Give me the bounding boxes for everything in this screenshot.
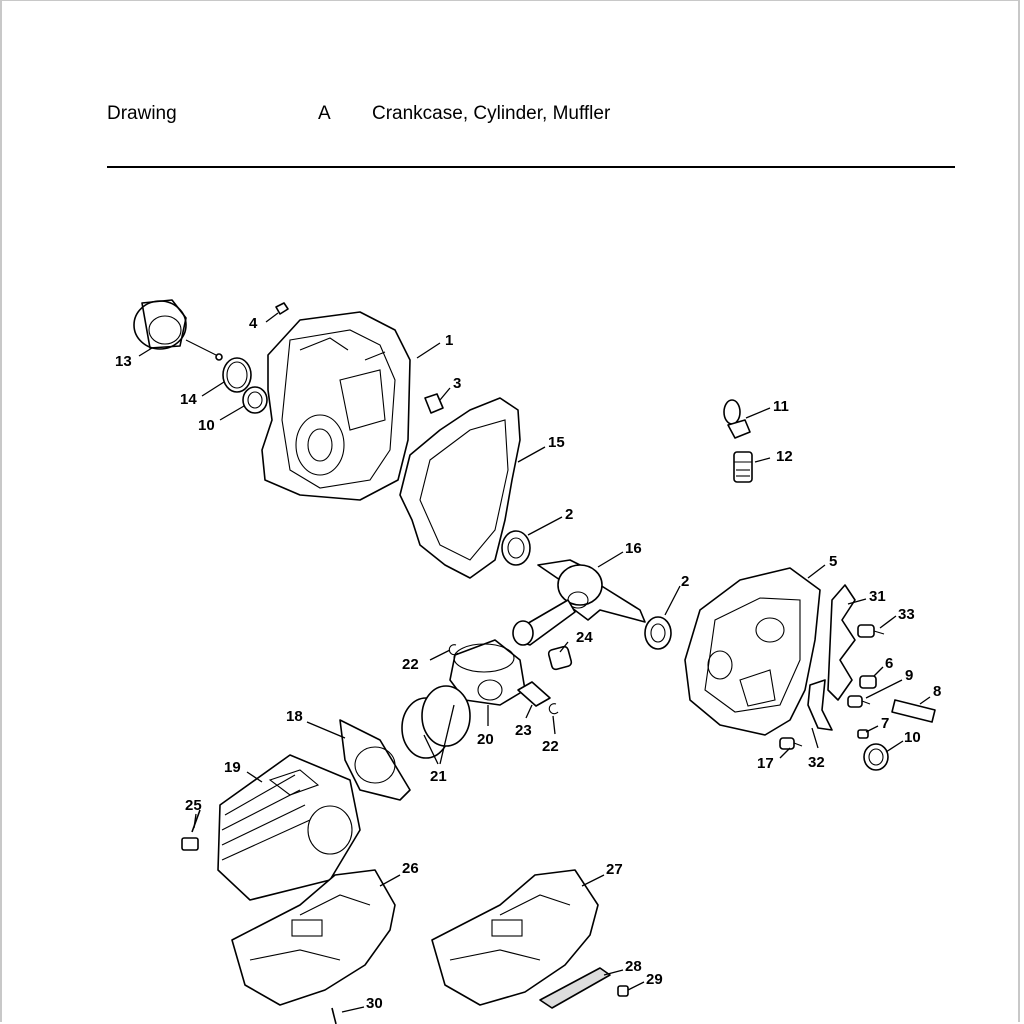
part-24-needle-cage xyxy=(547,645,573,671)
callout-23: 23 xyxy=(515,722,532,739)
part-31-spring-plate xyxy=(827,584,856,701)
callout-6: 6 xyxy=(885,655,893,672)
part-20-piston xyxy=(449,639,526,706)
part-4-plug xyxy=(275,302,289,315)
callout-8: 8 xyxy=(933,683,941,700)
callout-11: 11 xyxy=(773,398,789,415)
part-15-gasket xyxy=(399,397,521,579)
part-33-screw xyxy=(857,624,885,638)
part-8-stud xyxy=(891,699,936,723)
drawing-label: Drawing xyxy=(107,103,177,124)
callout-18: 18 xyxy=(286,708,303,725)
callout-30: 30 xyxy=(366,995,383,1012)
part-27-muffler-cover xyxy=(431,869,599,1006)
callout-numbers: 4 1 3 13 14 10 15 2 16 2 5 11 12 31 33 6… xyxy=(115,315,941,1012)
part-16-crankshaft xyxy=(512,559,646,646)
part-30-screw xyxy=(331,1007,337,1024)
part-21-ring-b xyxy=(421,685,471,747)
part-10-oil-seal-right xyxy=(863,743,889,771)
callout-13: 13 xyxy=(115,353,132,370)
callout-22-bottom: 22 xyxy=(542,738,559,755)
callout-3: 3 xyxy=(453,375,461,392)
callout-25: 25 xyxy=(185,797,202,814)
part-2-bearing-lower xyxy=(644,616,672,650)
part-19-cylinder xyxy=(217,754,361,901)
part-17-screw xyxy=(779,737,803,750)
callout-33: 33 xyxy=(898,606,915,623)
callout-22-top: 22 xyxy=(402,656,419,673)
part-29-screw xyxy=(617,985,629,997)
callout-10-left: 10 xyxy=(198,417,215,434)
callout-5: 5 xyxy=(829,553,837,570)
part-22-circlip-top xyxy=(448,644,459,656)
callout-4: 4 xyxy=(249,315,258,332)
part-11-clip xyxy=(723,399,751,439)
callout-24: 24 xyxy=(576,629,593,646)
part-5-crankcase-right xyxy=(684,567,821,736)
callout-1: 1 xyxy=(445,332,453,349)
part-1-crankcase-left xyxy=(261,311,411,501)
callout-17: 17 xyxy=(757,755,774,772)
part-7-screw xyxy=(857,729,869,739)
callout-12: 12 xyxy=(776,448,793,465)
part-12-filter xyxy=(733,451,753,483)
callout-29: 29 xyxy=(646,971,663,988)
part-6-bolt xyxy=(859,675,877,689)
callout-7: 7 xyxy=(881,715,889,732)
callout-10-right: 10 xyxy=(904,729,921,746)
part-9-screw xyxy=(847,695,871,708)
part-28-spark-arrest-screen xyxy=(539,967,611,1009)
callout-27: 27 xyxy=(606,861,623,878)
drawing-title: Crankcase, Cylinder, Muffler xyxy=(372,103,611,124)
callout-9: 9 xyxy=(905,667,913,684)
callout-14: 14 xyxy=(180,391,197,408)
callout-32: 32 xyxy=(808,754,825,771)
callout-15: 15 xyxy=(548,434,565,451)
part-18-cylinder-gasket xyxy=(339,719,411,801)
callout-2-upper: 2 xyxy=(565,506,573,523)
part-10-oil-seal-left xyxy=(242,386,268,414)
callout-26: 26 xyxy=(402,860,419,877)
part-13-oil-pump xyxy=(133,299,223,361)
part-25-bolt xyxy=(181,809,201,851)
header-rule xyxy=(107,166,955,168)
drawing-code: A xyxy=(318,103,331,124)
callout-19: 19 xyxy=(224,759,241,776)
callout-2-lower: 2 xyxy=(681,573,689,590)
part-23-piston-pin xyxy=(517,681,551,707)
callout-16: 16 xyxy=(625,540,642,557)
callout-20: 20 xyxy=(477,731,494,748)
callout-31: 31 xyxy=(869,588,886,605)
part-3-sleeve xyxy=(424,393,444,414)
part-32-catch xyxy=(807,679,833,731)
part-2-bearing-upper xyxy=(501,530,531,566)
part-26-muffler xyxy=(231,869,396,1006)
part-22-circlip-bottom xyxy=(548,703,559,715)
callout-28: 28 xyxy=(625,958,642,975)
callout-21: 21 xyxy=(430,768,447,785)
leader-lines xyxy=(138,312,931,1013)
